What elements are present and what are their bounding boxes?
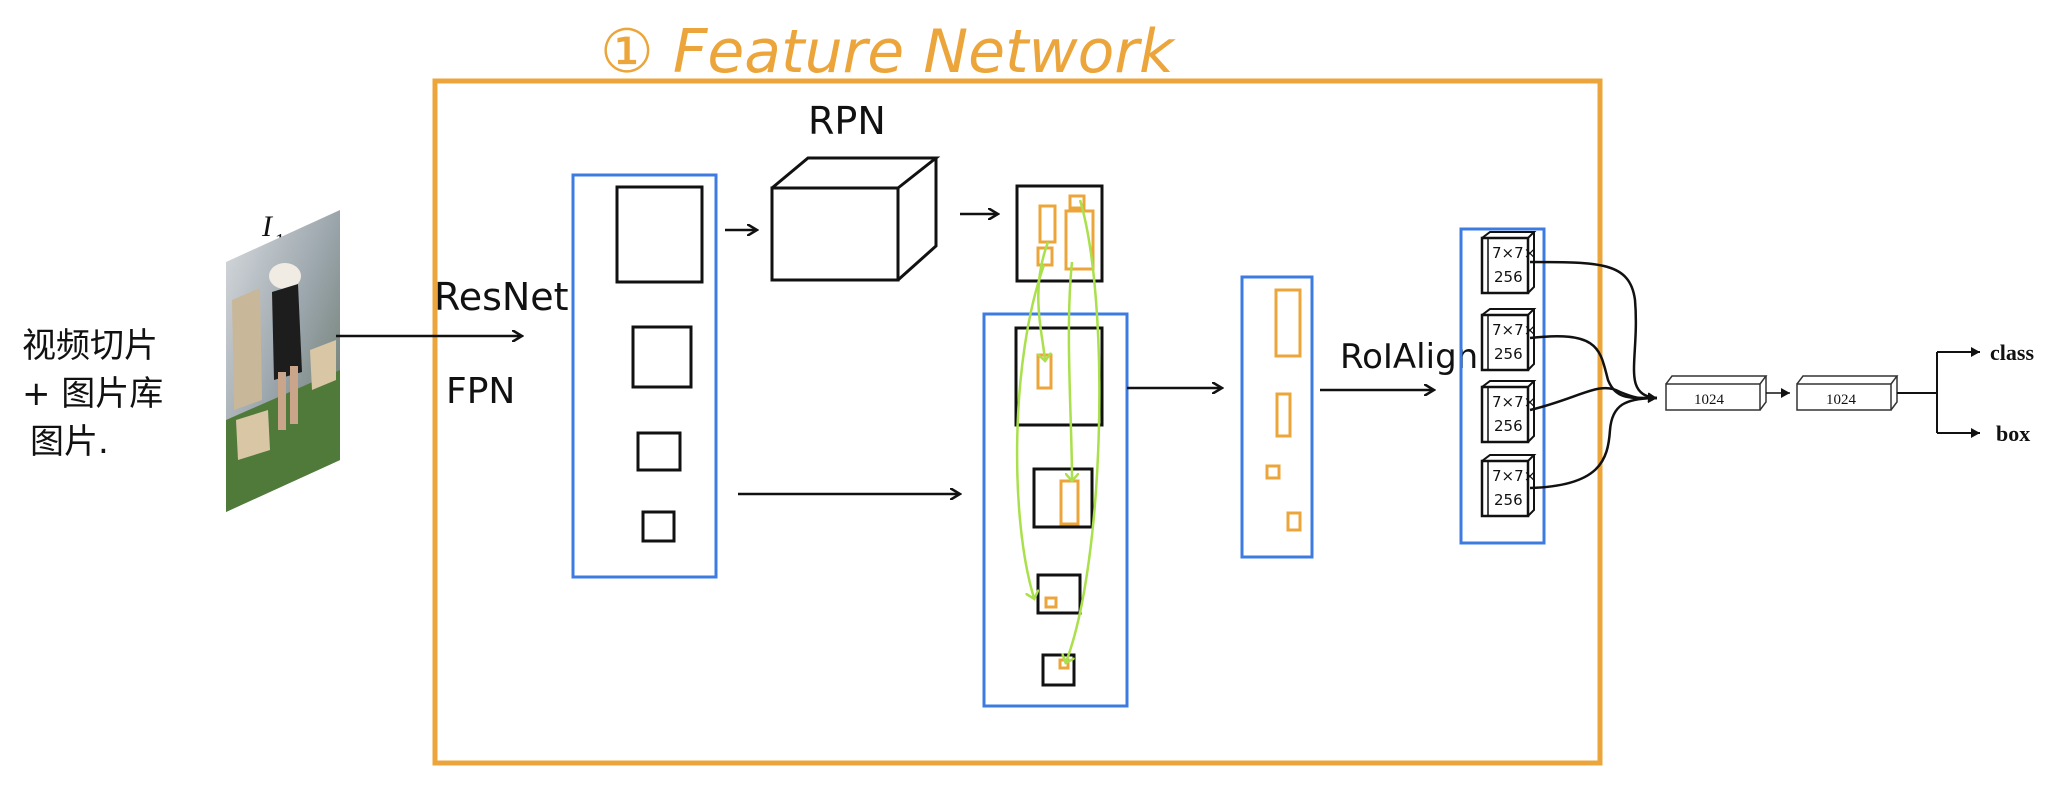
pyramid-level-1 bbox=[1014, 326, 1104, 427]
svg-text:7×7×: 7×7× bbox=[1492, 467, 1536, 485]
resnet-label: ResNet bbox=[434, 275, 569, 319]
roi-cell-4: 7×7× 256 bbox=[1480, 454, 1537, 518]
roi-orange-3 bbox=[1265, 464, 1281, 480]
backbone-feature-level-3 bbox=[636, 431, 682, 472]
backbone-feature-level-2 bbox=[631, 325, 693, 389]
output-class-label: class bbox=[1990, 340, 2034, 365]
output-box-label: box bbox=[1996, 421, 2030, 446]
svg-text:256: 256 bbox=[1494, 345, 1523, 363]
pyramid-level-3 bbox=[1036, 573, 1082, 615]
roi-cell-3: 7×7× 256 bbox=[1480, 380, 1537, 444]
pyramid-column bbox=[982, 312, 1129, 708]
backbone-feature-level-4 bbox=[641, 510, 676, 543]
pyramid-level-2 bbox=[1032, 467, 1094, 529]
roialign-label: RoIAlign bbox=[1340, 337, 1478, 377]
pyramid-level-2-roi bbox=[1059, 479, 1080, 526]
fc-layer-2-label: 1024 bbox=[1826, 392, 1857, 408]
proposals-box bbox=[1015, 184, 1104, 283]
output-branches bbox=[1897, 347, 1980, 438]
proposal-orange-2 bbox=[1064, 209, 1095, 271]
fc-layer-1: 1024 bbox=[1665, 375, 1768, 411]
input-caption-line-3: 图片. bbox=[30, 422, 109, 462]
roi-cell-1-line-1: 7×7× bbox=[1492, 244, 1536, 262]
roi-to-fc-connections bbox=[1529, 260, 1658, 490]
input-caption-line-1: 视频切片 bbox=[22, 326, 158, 366]
input-label-main: I bbox=[261, 210, 274, 243]
input-photo bbox=[226, 210, 340, 512]
proposal-orange-3 bbox=[1068, 194, 1086, 210]
fpn-label: FPN bbox=[446, 371, 515, 412]
roi-column bbox=[1240, 275, 1314, 559]
input-caption: 视频切片 + 图片库 图片. bbox=[22, 326, 163, 462]
roi-cell-2: 7×7× 256 bbox=[1480, 308, 1537, 372]
roi-cell-1-line-2: 256 bbox=[1494, 268, 1523, 286]
pyramid-level-4 bbox=[1041, 653, 1076, 687]
proposal-orange-1 bbox=[1038, 204, 1057, 244]
rpn-block bbox=[770, 156, 941, 282]
rpn-label: RPN bbox=[808, 99, 886, 143]
fc-layer-1-label: 1024 bbox=[1694, 392, 1725, 408]
roi-orange-4 bbox=[1286, 511, 1302, 532]
roi-cell-1: 7×7× 256 bbox=[1480, 231, 1537, 295]
roi-orange-1 bbox=[1274, 288, 1302, 358]
roialign-output-column bbox=[1459, 227, 1546, 545]
feature-network-frame bbox=[432, 78, 1603, 766]
feature-network-title: ① Feature Network bbox=[600, 17, 1176, 87]
pyramid-level-3-roi bbox=[1044, 596, 1058, 609]
svg-text:256: 256 bbox=[1494, 417, 1523, 435]
svg-text:256: 256 bbox=[1494, 491, 1523, 509]
svg-text:7×7×: 7×7× bbox=[1492, 321, 1536, 339]
backbone-feature-level-1 bbox=[615, 185, 704, 284]
roi-mapping-arrows bbox=[1015, 199, 1101, 662]
svg-text:7×7×: 7×7× bbox=[1492, 393, 1536, 411]
roi-orange-2 bbox=[1275, 392, 1292, 438]
fc-layer-2: 1024 bbox=[1796, 375, 1899, 411]
input-caption-line-2: + 图片库 bbox=[22, 374, 163, 414]
backbone-column bbox=[571, 173, 718, 579]
